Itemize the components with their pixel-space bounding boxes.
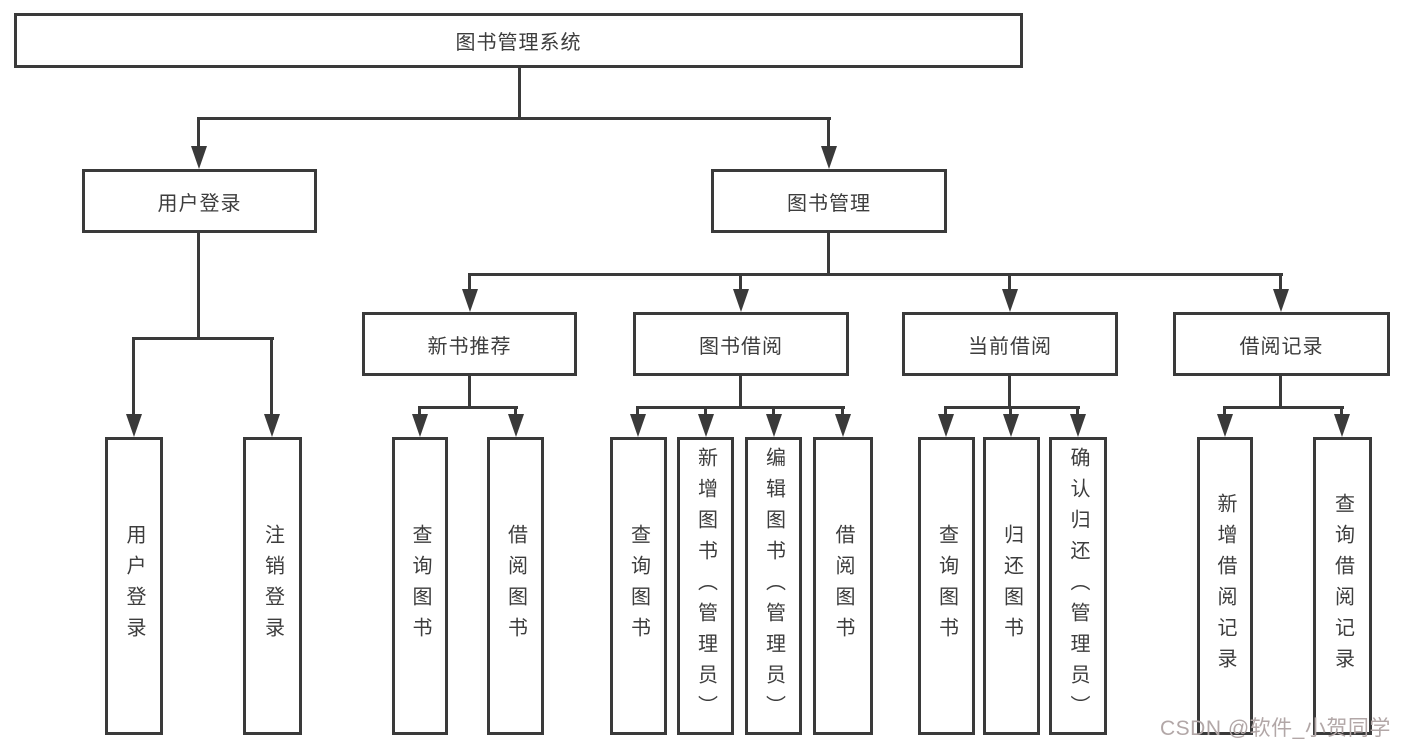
connector-mgmt-drop	[827, 233, 830, 276]
leaf-bb-add-book-label: 新增图书（管理员）	[694, 446, 717, 726]
leaf-user-login: 用户登录	[105, 437, 163, 735]
node-new-book-recommend-label: 新书推荐	[427, 335, 512, 358]
arrow-down-icon	[1273, 289, 1289, 312]
leaf-user-login-label: 用户登录	[123, 524, 145, 648]
leaf-bb-borrow-book-label: 借阅图书	[832, 524, 854, 648]
connector-branch-level3	[468, 273, 1283, 276]
leaf-br-query-record-label: 查询借阅记录	[1331, 493, 1354, 679]
arrow-down-icon	[1334, 414, 1350, 437]
leaf-bb-add-book: 新增图书（管理员）	[677, 437, 734, 735]
node-book-management-label: 图书管理	[787, 192, 871, 215]
connector-drop-bb-edit	[772, 406, 775, 417]
connector-branch-bookborrow	[636, 406, 845, 409]
csdn-watermark: CSDN @软件_小贺同学	[1160, 717, 1391, 740]
arrow-down-icon	[938, 414, 954, 437]
arrow-down-icon	[264, 414, 280, 437]
leaf-nb-query-book: 查询图书	[392, 437, 448, 735]
node-book-management: 图书管理	[711, 169, 947, 233]
arrow-down-icon	[462, 289, 478, 312]
connector-root-drop	[518, 68, 521, 120]
arrow-down-icon	[508, 414, 524, 437]
node-book-borrow: 图书借阅	[633, 312, 849, 376]
leaf-br-query-record: 查询借阅记录	[1313, 437, 1372, 735]
arrow-down-icon	[733, 289, 749, 312]
leaf-bb-edit-book-label: 编辑图书（管理员）	[762, 446, 785, 726]
connector-drop-bb-query	[636, 406, 639, 417]
node-user-login-label: 用户登录	[157, 192, 242, 215]
connector-branch-level2	[197, 117, 831, 120]
connector-drop-cb-confirm	[1076, 406, 1079, 417]
leaf-br-add-record-label: 新增借阅记录	[1214, 493, 1236, 679]
connector-drop-bookborrow	[739, 273, 742, 292]
arrow-down-icon	[766, 414, 782, 437]
connector-drop-currentborrow	[1008, 273, 1011, 292]
connector-drop-nb-query	[418, 406, 421, 417]
connector-drop-cb-query	[944, 406, 947, 417]
leaf-bb-query-book: 查询图书	[610, 437, 667, 735]
arrow-down-icon	[191, 146, 207, 169]
arrow-down-icon	[1070, 414, 1086, 437]
arrow-down-icon	[835, 414, 851, 437]
leaf-bb-query-book-label: 查询图书	[627, 524, 650, 648]
node-current-borrow: 当前借阅	[902, 312, 1118, 376]
arrow-down-icon	[1003, 414, 1019, 437]
connector-drop-cb-return	[1009, 406, 1012, 417]
arrow-down-icon	[698, 414, 714, 437]
connector-drop-user-login	[197, 117, 200, 149]
arrow-down-icon	[1002, 289, 1018, 312]
leaf-bb-borrow-book: 借阅图书	[813, 437, 873, 735]
connector-branch-currentborrow	[944, 406, 1080, 409]
leaf-cb-confirm-return: 确认归还（管理员）	[1049, 437, 1107, 735]
leaf-logout-label: 注销登录	[261, 524, 284, 648]
leaf-cb-query-book: 查询图书	[918, 437, 975, 735]
node-current-borrow-label: 当前借阅	[968, 335, 1052, 358]
connector-borrowrecord-drop	[1279, 376, 1282, 409]
node-root: 图书管理系统	[14, 13, 1023, 68]
leaf-bb-edit-book: 编辑图书（管理员）	[745, 437, 802, 735]
leaf-logout: 注销登录	[243, 437, 302, 735]
connector-drop-logout	[270, 337, 273, 417]
arrow-down-icon	[1217, 414, 1233, 437]
connector-newbook-drop	[468, 376, 471, 409]
connector-drop-bb-add	[704, 406, 707, 417]
node-new-book-recommend: 新书推荐	[362, 312, 577, 376]
arrow-down-icon	[126, 414, 142, 437]
connector-userlogin-drop	[197, 233, 200, 340]
leaf-nb-borrow-book-label: 借阅图书	[504, 524, 527, 648]
connector-currentborrow-drop	[1008, 376, 1011, 409]
node-book-borrow-label: 图书借阅	[699, 335, 783, 358]
leaf-cb-query-book-label: 查询图书	[935, 524, 958, 648]
leaf-cb-confirm-return-label: 确认归还（管理员）	[1067, 446, 1089, 726]
connector-branch-borrowrecord	[1223, 406, 1344, 409]
connector-drop-borrowrecord	[1279, 273, 1282, 292]
connector-branch-newbook	[418, 406, 518, 409]
arrow-down-icon	[630, 414, 646, 437]
leaf-br-add-record: 新增借阅记录	[1197, 437, 1253, 735]
leaf-nb-query-book-label: 查询图书	[409, 524, 431, 648]
connector-drop-login	[132, 337, 135, 417]
node-borrow-record: 借阅记录	[1173, 312, 1390, 376]
node-root-label: 图书管理系统	[455, 32, 582, 54]
connector-drop-bb-borrow	[841, 406, 844, 417]
node-user-login: 用户登录	[82, 169, 317, 233]
connector-drop-br-add	[1223, 406, 1226, 417]
connector-drop-book-management	[827, 117, 830, 149]
arrow-down-icon	[821, 146, 837, 169]
leaf-cb-return-book-label: 归还图书	[1000, 524, 1023, 648]
connector-drop-newbook	[468, 273, 471, 292]
connector-bookborrow-drop	[739, 376, 742, 409]
connector-branch-userlogin	[132, 337, 274, 340]
connector-drop-br-query	[1340, 406, 1343, 417]
arrow-down-icon	[412, 414, 428, 437]
connector-drop-nb-borrow	[514, 406, 517, 417]
leaf-nb-borrow-book: 借阅图书	[487, 437, 544, 735]
node-borrow-record-label: 借阅记录	[1239, 335, 1324, 358]
leaf-cb-return-book: 归还图书	[983, 437, 1040, 735]
